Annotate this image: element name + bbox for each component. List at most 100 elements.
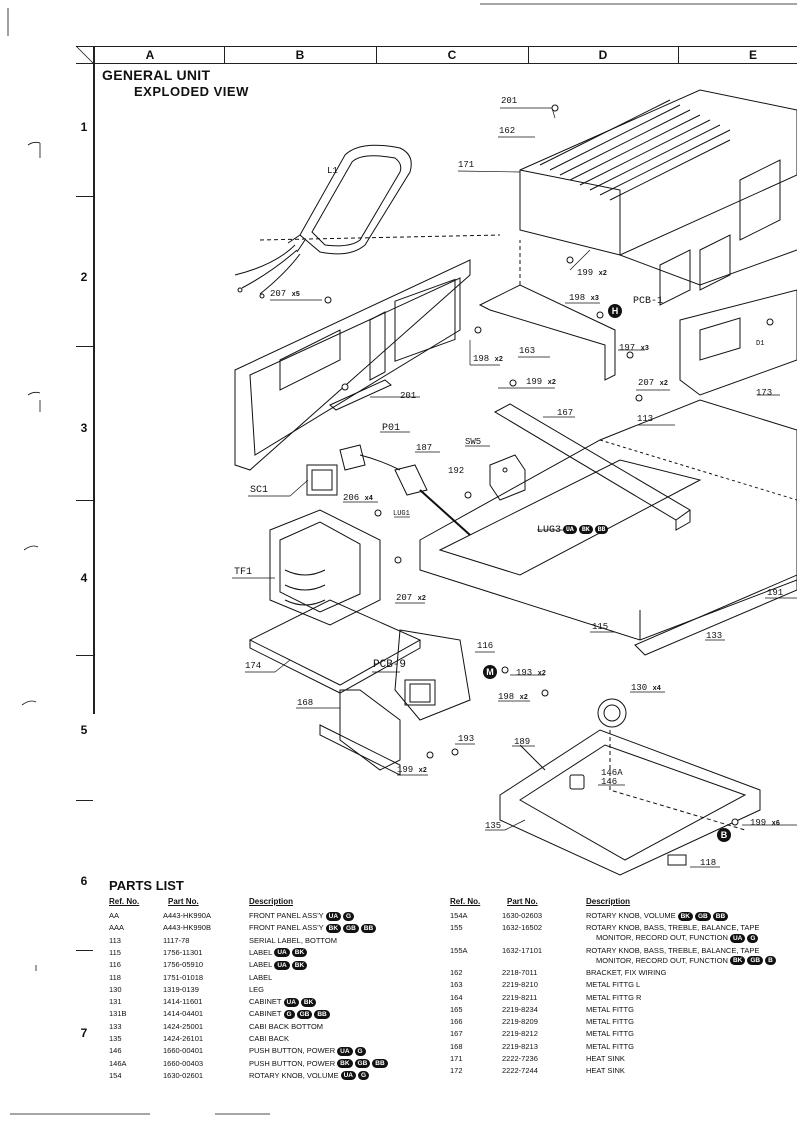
callout-199-x6: 199 x6 xyxy=(750,818,781,828)
region-badge: BK xyxy=(337,1059,353,1069)
callout-146: 146 xyxy=(601,777,618,787)
part-ref: 130 xyxy=(109,984,122,994)
part-ref: 116 xyxy=(109,960,121,970)
callout-207-x5: 207 x5 xyxy=(270,289,301,299)
part-number: A443-HK990A xyxy=(163,911,211,920)
callout-133: 133 xyxy=(706,631,723,641)
column-label-b: B xyxy=(295,48,305,62)
part-ref: 135 xyxy=(109,1034,122,1043)
part-ref: AA xyxy=(109,911,120,920)
part-ref: 155A xyxy=(450,945,468,955)
coil-l1 xyxy=(234,144,412,299)
part-description: HEAT SINK xyxy=(586,1066,625,1076)
part-ref: 155 xyxy=(450,923,463,933)
socket-sc1-plug-p01 xyxy=(306,444,471,536)
column-label-a: A xyxy=(145,48,155,62)
part-number: 1660-00403 xyxy=(163,1058,204,1068)
cabinet-back-bottom-133 xyxy=(634,574,797,656)
diagram-subtitle: EXPLODED VIEW xyxy=(134,84,249,99)
part-ref: 146A xyxy=(109,1058,127,1068)
callout-lug1: LUG1 xyxy=(393,510,410,518)
region-badge: BB xyxy=(712,911,729,921)
part-number: 1756-05910 xyxy=(163,960,204,970)
region-badge: UA xyxy=(274,948,290,958)
callout-171: 171 xyxy=(458,160,475,170)
region-badge: G xyxy=(354,1046,366,1056)
pcb-9-board xyxy=(319,629,471,776)
marker-b: B xyxy=(717,828,731,842)
metal-fitting-163 xyxy=(478,240,616,381)
part-number: 1424-25001 xyxy=(163,1021,204,1031)
callout-197-x3: 197 x3 xyxy=(619,343,650,353)
heat-sink xyxy=(519,89,797,306)
callout-207-x2-right: 207 x2 xyxy=(638,378,669,388)
region-badge: GB xyxy=(354,1059,371,1069)
region-badge: BK xyxy=(291,960,308,970)
row-label-7: 7 xyxy=(80,1026,88,1040)
part-number: 1414-11601 xyxy=(163,997,203,1007)
part-number: 1632-16502 xyxy=(502,923,543,933)
part-number: 2219-8211 xyxy=(502,992,538,1002)
row-label-1: 1 xyxy=(80,120,88,134)
row-label-3: 3 xyxy=(80,421,88,435)
callout-113: 113 xyxy=(637,414,654,424)
callout-146a: 146A xyxy=(601,768,623,778)
column-header-bar: A B C D E xyxy=(76,46,797,64)
part-number: 1751-01018 xyxy=(163,972,204,982)
front-chassis xyxy=(234,234,501,471)
region-badge: UA xyxy=(274,960,290,970)
part-ref: 118 xyxy=(109,972,121,982)
part-number: 2219-8212 xyxy=(502,1029,538,1039)
region-badge: B xyxy=(765,956,776,966)
region-badge: GB xyxy=(695,911,711,921)
part-number: A443-HK990B xyxy=(163,923,211,933)
bottom-chassis-113 xyxy=(419,399,797,641)
callout-135: 135 xyxy=(485,821,502,831)
callout-tf1: TF1 xyxy=(234,567,253,578)
part-ref: AAA xyxy=(109,923,125,933)
header-ref-right: Ref. No. xyxy=(450,897,481,906)
row-label-6: 6 xyxy=(80,874,88,888)
callout-199-x2-bottom: 199 x2 xyxy=(397,765,428,775)
part-ref: 115 xyxy=(109,947,121,957)
part-ref: 154A xyxy=(450,911,468,920)
screws xyxy=(324,104,774,826)
part-ref: 131B xyxy=(109,1009,127,1019)
part-number: 2218-7011 xyxy=(502,967,538,977)
header-ref-left: Ref. No. xyxy=(109,897,140,906)
part-ref: 163 xyxy=(450,980,463,990)
part-ref: 133 xyxy=(109,1021,122,1031)
region-badge: UA xyxy=(283,997,299,1007)
part-ref: 164 xyxy=(450,992,463,1002)
part-description: BRACKET, FIX WIRING xyxy=(586,967,667,977)
leader-lines xyxy=(232,107,797,868)
left-border-rule xyxy=(93,46,95,714)
part-description: METAL FITTG R xyxy=(586,992,642,1002)
region-badge: BK xyxy=(729,956,746,966)
callout-187: 187 xyxy=(416,443,433,453)
callout-115: 115 xyxy=(592,622,609,632)
callout-163: 163 xyxy=(519,346,536,356)
callout-130-x4: 130 x4 xyxy=(631,683,662,693)
header-part-right: Part No. xyxy=(507,897,538,906)
pcb-1-board xyxy=(679,289,797,396)
row-label-5: 5 xyxy=(80,723,88,737)
part-description: CABI BACK BOTTOM xyxy=(249,1021,324,1031)
row-label-4: 4 xyxy=(80,571,88,585)
part-ref: 165 xyxy=(450,1004,463,1014)
region-badge: G xyxy=(343,911,355,921)
callout-206-x4: 206 x4 xyxy=(343,493,374,503)
region-badge: BB xyxy=(372,1059,388,1069)
part-ref: 162 xyxy=(450,967,463,977)
part-number: 2219-8213 xyxy=(502,1041,538,1051)
marker-m: M xyxy=(483,665,497,679)
callout-l1: L1 xyxy=(327,166,338,176)
part-description: METAL FITTG L xyxy=(586,980,641,990)
part-ref: 113 xyxy=(109,935,121,945)
